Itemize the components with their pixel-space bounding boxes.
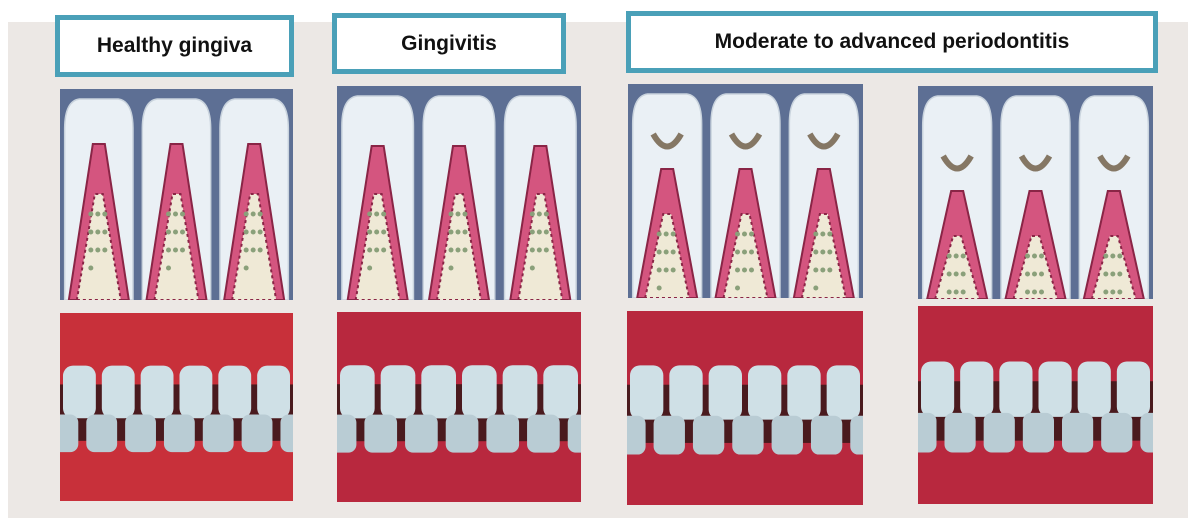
tooth-gum-bone-cross-section-icon — [337, 86, 581, 300]
diagram-healthy — [60, 89, 293, 300]
diagram-advanced-periodontitis — [918, 86, 1153, 299]
label-healthy-gingiva: Healthy gingiva — [55, 15, 294, 77]
photo-moderate-periodontitis — [627, 311, 863, 505]
label-periodontitis: Moderate to advanced periodontitis — [626, 11, 1158, 73]
diagram-gingivitis — [337, 86, 581, 300]
photo-healthy — [60, 313, 293, 501]
diagram-moderate-periodontitis — [628, 84, 863, 298]
tooth-gum-bone-cross-section-icon — [918, 86, 1153, 299]
intraoral-photo-icon — [918, 306, 1153, 504]
tooth-gum-bone-cross-section-icon — [60, 89, 293, 300]
label-gingivitis: Gingivitis — [332, 13, 566, 74]
intraoral-photo-icon — [60, 313, 293, 501]
intraoral-photo-icon — [337, 312, 581, 502]
photo-advanced-periodontitis — [918, 306, 1153, 504]
tooth-gum-bone-cross-section-icon — [628, 84, 863, 298]
photo-gingivitis — [337, 312, 581, 502]
intraoral-photo-icon — [627, 311, 863, 505]
